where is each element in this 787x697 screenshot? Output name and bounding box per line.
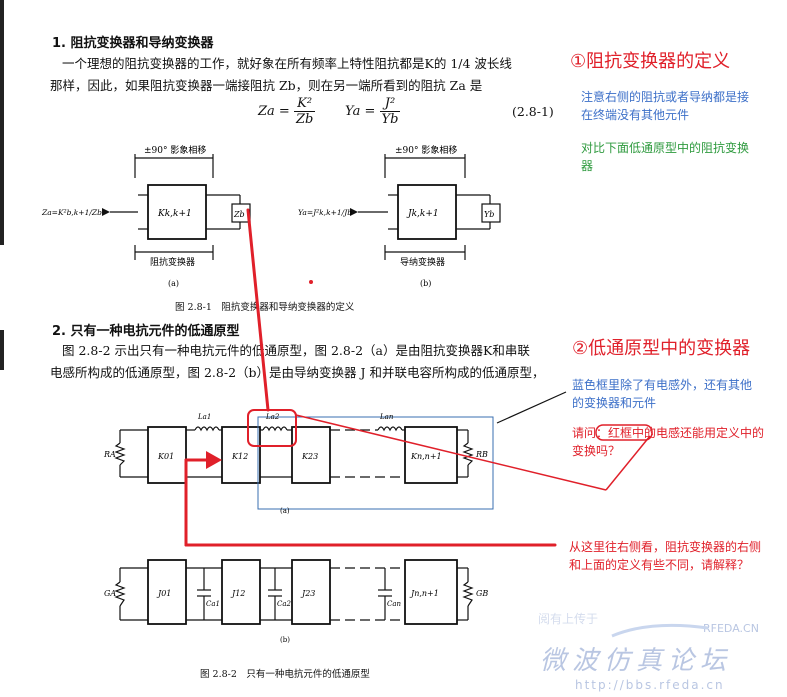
fig2a-k12: K12 xyxy=(231,452,248,461)
fig2b-j12: J12 xyxy=(230,589,245,598)
eq-ya-fraction: J² Yb xyxy=(379,96,401,127)
fig2b-can: Can xyxy=(387,600,402,608)
fig1-left-load: Zb xyxy=(233,210,245,219)
section2-para-line2: 电感所构成的低通原型，图 2.8-2（b）是由导纳变换器 J 和并联电容所构成的… xyxy=(50,365,545,380)
fig2-caption: 图 2.8-2 只有一种电抗元件的低通原型 xyxy=(200,669,370,680)
section2-heading: 2. 只有一种电抗元件的低通原型 xyxy=(52,324,240,339)
fig2b-gb: GB xyxy=(476,589,488,598)
eq-za-label: Za = xyxy=(258,104,290,119)
red-dot xyxy=(309,280,313,284)
eq-za-den: Zb xyxy=(295,112,314,127)
equation-ya: Ya = J² Yb xyxy=(345,96,401,127)
section1-heading: 1. 阻抗变换器和导纳变换器 xyxy=(52,36,214,51)
red-circle-highlight xyxy=(595,424,653,441)
fig2a-k01: K01 xyxy=(157,452,174,461)
annotation-note2-blue-line2: 的变换器和元件 xyxy=(572,396,657,410)
fig2a-la1: La1 xyxy=(197,413,211,421)
fig1-left-under: 阻抗变换器 xyxy=(150,256,195,268)
page-edge-mark xyxy=(0,0,4,245)
annotation-note2-red-line2: 变换吗？ xyxy=(572,444,621,458)
watermark-url: http://bbs.rfeda.cn xyxy=(575,678,725,692)
figure-2-8-2b: GA J01 Ca1 J12 Ca2 J23 Can Jn,n+1 GB (b) xyxy=(104,559,488,644)
red-arrow-head xyxy=(206,451,222,469)
fig1-right-box: Jk,k+1 xyxy=(406,209,439,219)
watermark-main: 微波仿真论坛 xyxy=(540,646,733,676)
section2-para-line1: 图 2.8-2 示出只有一种电抗元件的低通原型，图 2.8-2（a）是由阻抗变换… xyxy=(62,343,530,358)
fig1-phase-left: ±90° 影象相移 xyxy=(144,144,206,156)
annotation-title-2: ②低通原型中的变换器 xyxy=(572,338,751,359)
page-edge-mark xyxy=(0,330,4,370)
fig2a-k23: K23 xyxy=(301,452,318,461)
figure-2-8-2a: RA K01 La1 K12 La2 K23 Lan Kn,n+1 RB (a) xyxy=(103,409,494,515)
fig2a-knn1: Kn,n+1 xyxy=(410,452,442,461)
annotation-note2-red-line1: 请问：红框中的电感还能用定义中的 xyxy=(572,426,765,440)
annotation-title-1: ①阻抗变换器的定义 xyxy=(570,51,731,72)
fig2b-j23: J23 xyxy=(300,589,315,598)
eq-ya-num: J² xyxy=(379,96,401,112)
fig1-left-box: Kk,k+1 xyxy=(157,209,192,219)
fig1-right-under: 导纳变换器 xyxy=(400,256,445,268)
fig1-right-input: Ya=J²k,k+1/Jb xyxy=(298,208,352,217)
fig1-right-sub: (b) xyxy=(420,279,431,288)
eq-za-fraction: K² Zb xyxy=(293,96,316,127)
annotation-note2-blue-line1: 蓝色框里除了有电感外，还有其他 xyxy=(572,378,753,392)
fig1-right-load: Yb xyxy=(484,210,494,219)
watermark-top: RFEDA.CN xyxy=(703,622,759,635)
fig2b-ga: GA xyxy=(104,589,116,598)
fig2a-ra: RA xyxy=(103,450,116,459)
annotation-note1-green-line1: 对比下面低通原型中的阻抗变换 xyxy=(581,141,750,155)
fig2a-la2: La2 xyxy=(265,413,280,421)
fig1-left-sub: (a) xyxy=(168,279,179,288)
annotation-note3-line1: 从这里往右侧看，阻抗变换器的右侧 xyxy=(569,540,762,554)
annotation-note1-blue-line2: 在终端没有其他元件 xyxy=(581,108,690,122)
fig2b-ca2: Ca2 xyxy=(277,600,292,608)
annotation-note1-green-line2: 器 xyxy=(581,159,594,173)
figure-2-8-1: ±90° 影象相移 ±90° 影象相移 Za=K²b,k+1/Zb Kk,k+1… xyxy=(41,144,501,288)
eq-ya-label: Ya = xyxy=(345,104,376,119)
fig2b-sub: (b) xyxy=(280,636,290,644)
fig2b-jnn1: Jn,n+1 xyxy=(409,589,439,598)
fig1-left-input: Za=K²b,k+1/Zb xyxy=(41,208,102,217)
annotation-note1-blue-line1: 注意右侧的阻抗或者导纳都是接 xyxy=(581,90,750,104)
fig2b-j01: J01 xyxy=(156,589,171,598)
eq-za-num: K² xyxy=(293,96,316,112)
fig1-caption: 图 2.8-1 阻抗变换器和导纳变换器的定义 xyxy=(175,302,355,313)
watermark-swoosh xyxy=(611,623,709,638)
fig2a-sub: (a) xyxy=(280,507,290,515)
eq-ya-den: Yb xyxy=(381,112,399,127)
fig2a-rb: RB xyxy=(475,450,488,459)
equation-number: (2.8-1) xyxy=(512,104,554,119)
fig1-phase-right: ±90° 影象相移 xyxy=(395,144,457,156)
fig2a-lan: Lan xyxy=(379,413,394,421)
section1-para-line2: 那样，因此，如果阻抗变换器一端接阻抗 Zb，则在另一端所看到的阻抗 Za 是 xyxy=(50,78,483,93)
equation-za: Za = K² Zb xyxy=(258,96,316,127)
annotation-note3-line2: 和上面的定义有些不同，请解释？ xyxy=(569,558,750,572)
watermark-faint: 阅有上传于 xyxy=(538,612,599,626)
section1-para-line1: 一个理想的阻抗变换器的工作，就好象在所有频率上特性阻抗都是K的 1/4 波长线 xyxy=(62,56,512,71)
fig2b-ca1: Ca1 xyxy=(206,600,220,608)
